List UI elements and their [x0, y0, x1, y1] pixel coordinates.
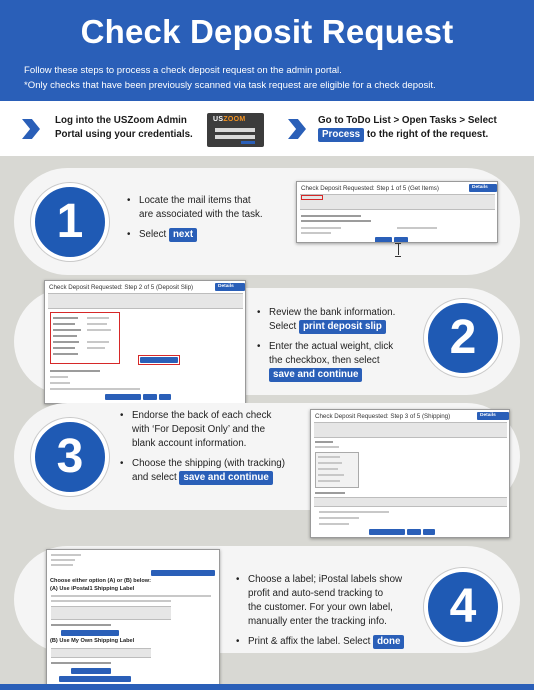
intro-navigation-text: Go to ToDo List > Open Tasks > Select Pr…: [318, 115, 497, 142]
subtitle-note: *Only checks that have been previously s…: [24, 80, 436, 91]
step-4-screenshot: Choose either option (A) or (B) below: (…: [46, 549, 220, 685]
chevron-right-icon: [22, 119, 40, 139]
done-button-label: done: [373, 635, 405, 649]
process-button-label: Process: [318, 128, 365, 142]
uszoom-logo: USZOOM: [213, 116, 246, 123]
login-screen-thumbnail: USZOOM: [207, 113, 264, 147]
step-4-number: 4: [424, 568, 502, 646]
intro-row: Log into the USZoom Admin Portal using y…: [0, 101, 534, 156]
intro-login-text: Log into the USZoom Admin Portal using y…: [55, 115, 193, 140]
subtitle-instructions: Follow these steps to process a check de…: [24, 65, 342, 76]
next-button-label: next: [168, 228, 198, 242]
print-deposit-slip-button-label: print deposit slip: [298, 320, 386, 334]
page-title: Check Deposit Request: [80, 13, 454, 50]
chevron-right-icon: [288, 119, 306, 139]
login-button: [241, 141, 255, 144]
text-cursor-icon: [395, 243, 401, 257]
password-field: [215, 135, 255, 139]
step-2-screenshot: Check Deposit Requested: Step 2 of 5 (De…: [44, 280, 246, 404]
footer-stripe: [0, 684, 534, 690]
header-banner: Check Deposit Request Follow these steps…: [0, 0, 534, 101]
step-3-screenshot: Check Deposit Requested: Step 3 of 5 (Sh…: [310, 409, 510, 538]
step-4-instructions: Choose a label; iPostal labels showprofi…: [236, 573, 405, 655]
username-field: [215, 128, 255, 132]
step-3-number: 3: [31, 418, 109, 496]
save-and-continue-button-label: save and continue: [269, 368, 363, 382]
step-1-screenshot: Check Deposit Requested: Step 1 of 5 (Ge…: [296, 181, 498, 243]
step-2-number: 2: [424, 299, 502, 377]
save-and-continue-button-label: save and continue: [179, 471, 273, 485]
step-1-number: 1: [31, 183, 109, 261]
step-2-instructions: Review the bank information.Select print…: [257, 306, 395, 388]
